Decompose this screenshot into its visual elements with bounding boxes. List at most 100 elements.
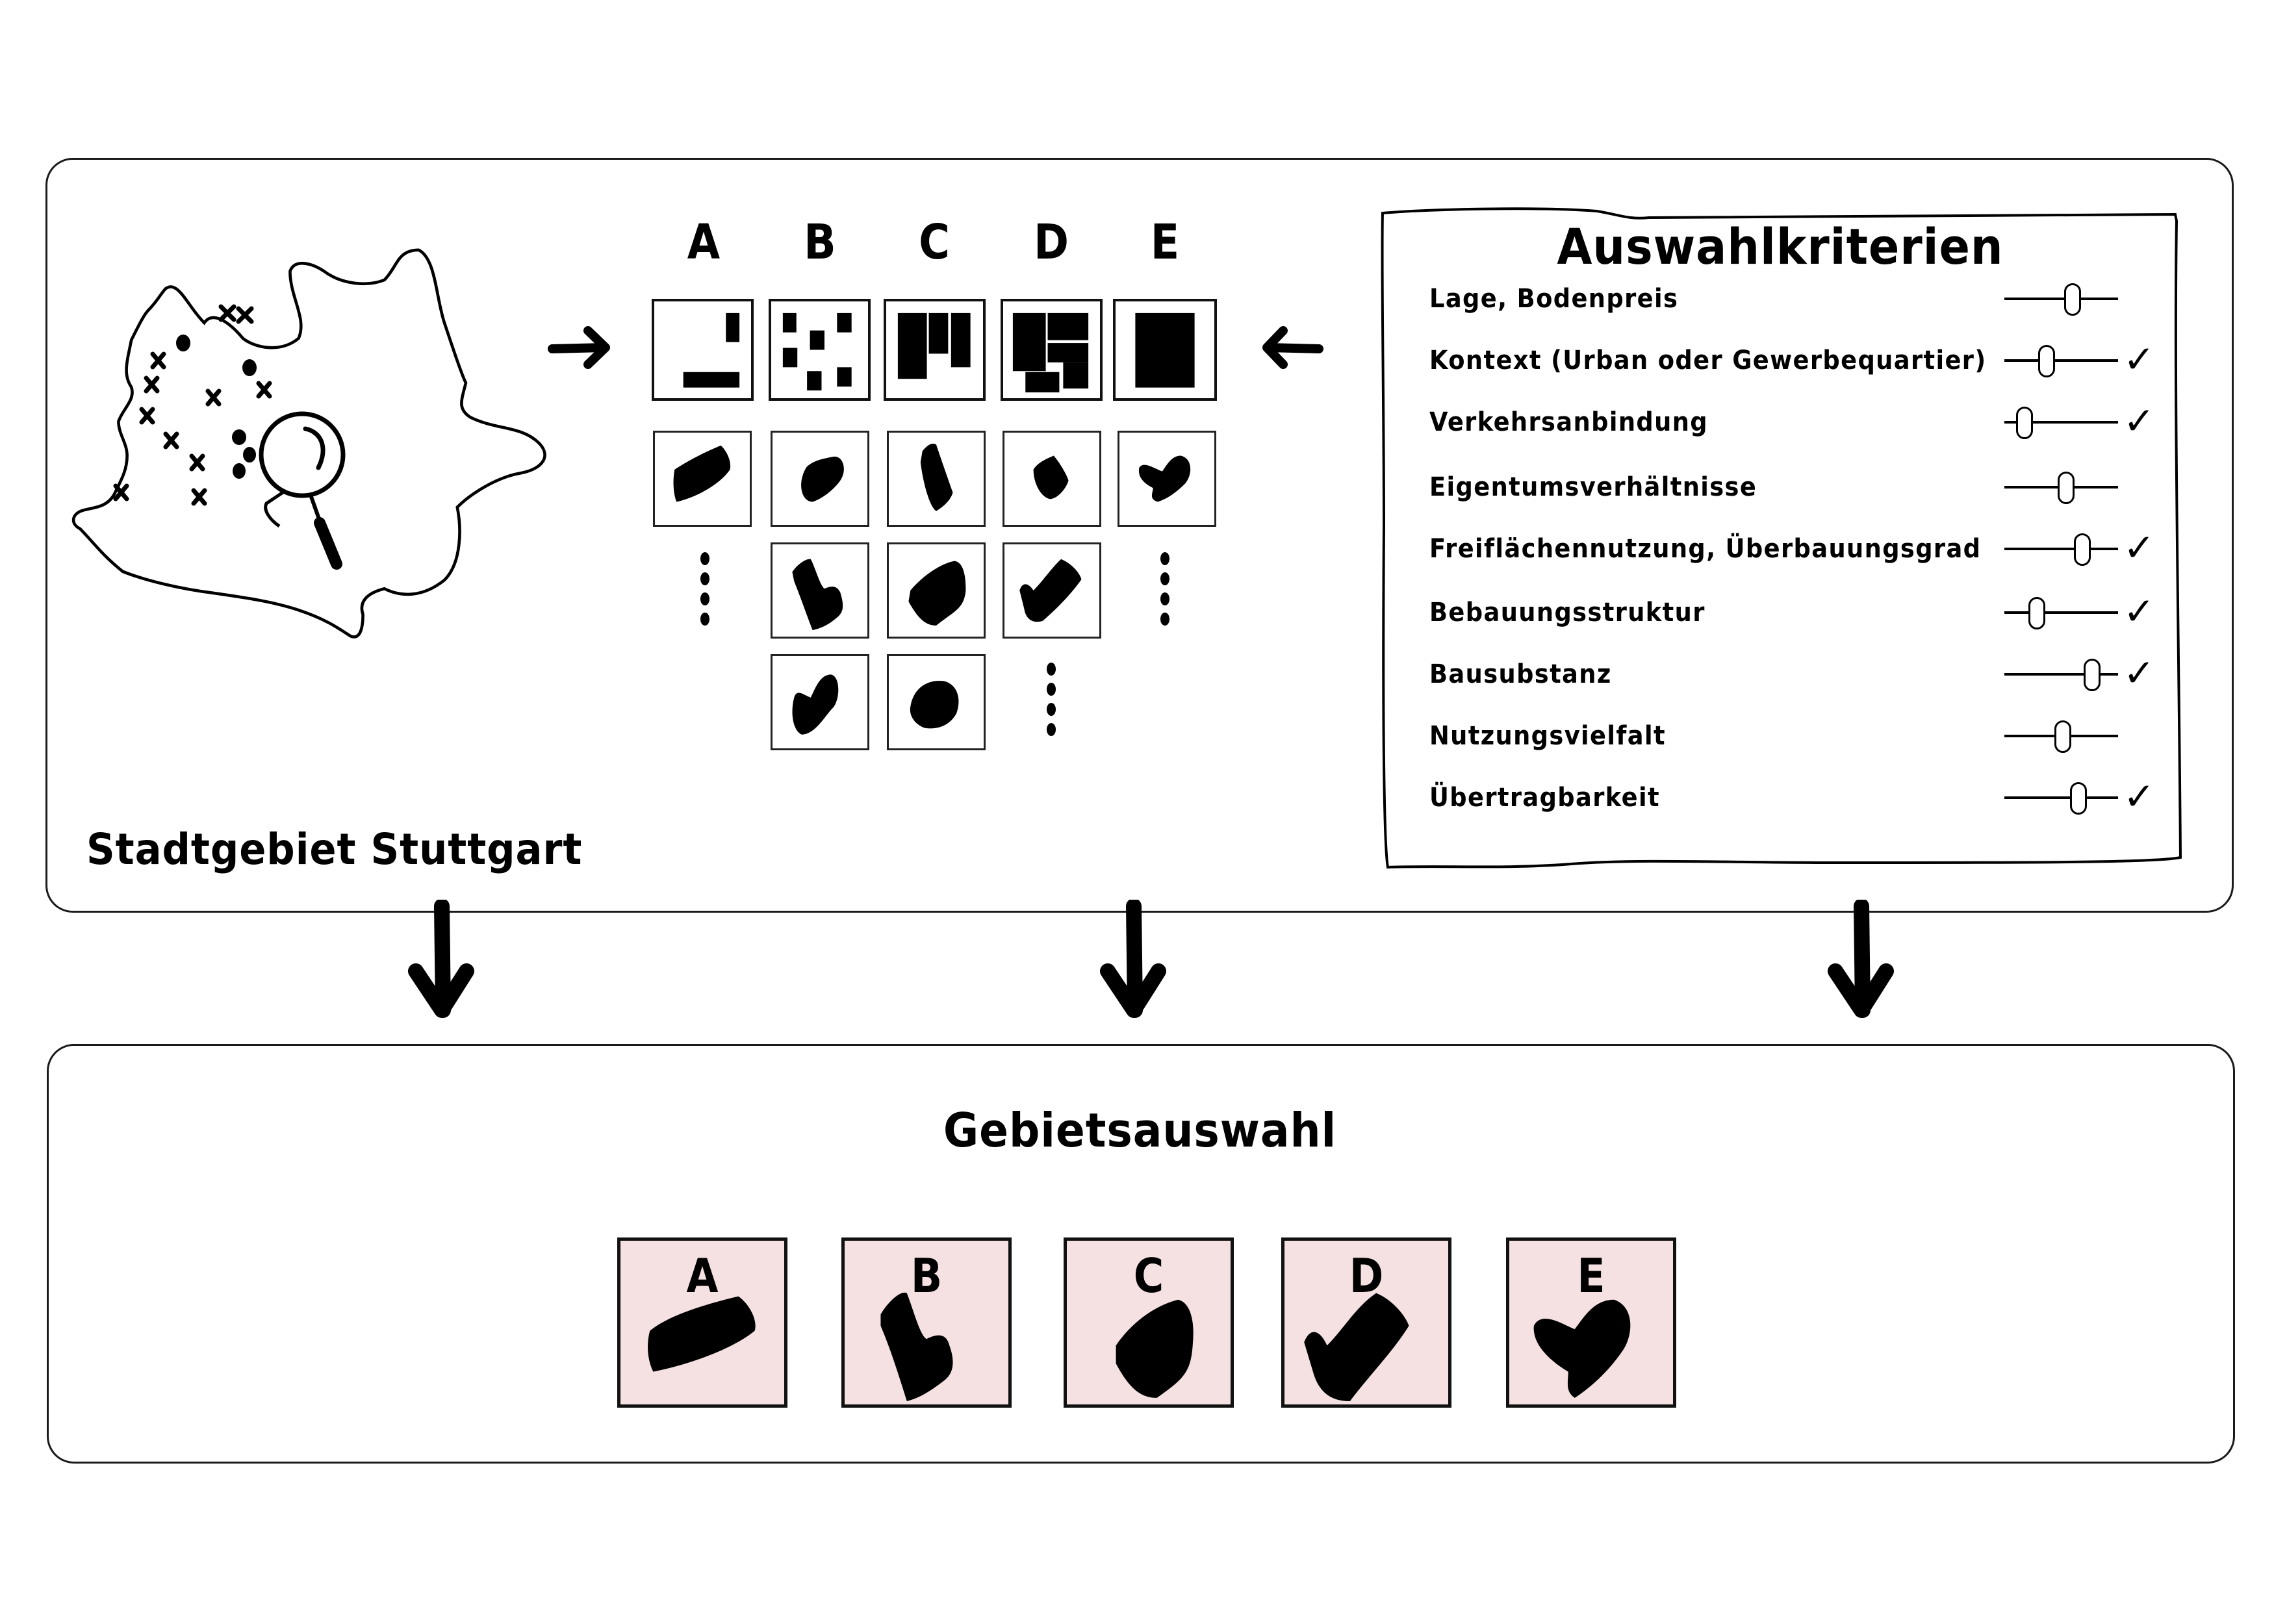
building-type-c[interactable] (884, 299, 986, 401)
slider-track (2004, 421, 2118, 424)
area-letter: B (910, 1249, 943, 1303)
arrow-left-icon (1262, 326, 1323, 369)
arrow-down-icon (408, 900, 474, 1018)
area-letter: C (1133, 1249, 1164, 1303)
dot-marker (176, 335, 190, 351)
criteria-weight-slider[interactable] (2004, 403, 2118, 442)
checkmark-icon: ✓ (2123, 526, 2155, 570)
selected-area-c[interactable]: C (1064, 1237, 1234, 1408)
column-letter-b: B (804, 214, 836, 270)
more-areas-a (698, 552, 711, 633)
area-b3-hook[interactable] (771, 654, 869, 750)
slider-knob[interactable] (2064, 283, 2081, 316)
x-marker (113, 483, 129, 501)
column-letter-e: E (1150, 214, 1180, 270)
criteria-label: Eigentumsverhältnisse (1429, 472, 1757, 502)
area-letter: E (1577, 1249, 1605, 1303)
criteria-weight-slider[interactable] (2004, 341, 2118, 380)
x-marker (163, 431, 179, 450)
selected-area-b[interactable]: B (841, 1237, 1012, 1408)
slider-knob[interactable] (2054, 720, 2071, 753)
criteria-row: Kontext (Urban oder Gewerbequartier)✓ (1429, 337, 2164, 381)
area-letter: A (686, 1249, 719, 1303)
criteria-weight-slider[interactable] (2004, 717, 2118, 755)
slider-knob[interactable] (2058, 472, 2075, 504)
slider-knob[interactable] (2070, 782, 2087, 815)
area-e1-mitten[interactable] (1118, 431, 1216, 527)
area-shape-check-shape (1304, 1293, 1409, 1401)
area-b1-blob[interactable] (771, 431, 869, 527)
criteria-label: Nutzungsvielfalt (1429, 721, 1666, 751)
slider-track (2004, 359, 2118, 362)
slider-knob[interactable] (2074, 533, 2091, 566)
checkmark-icon: ✓ (2123, 337, 2155, 381)
building-type-e[interactable] (1113, 299, 1217, 401)
area-b2-l-shape[interactable] (771, 542, 869, 639)
x-marker (189, 453, 205, 472)
dot-marker (243, 447, 256, 463)
x-marker (205, 388, 222, 407)
selected-area-d[interactable]: D (1281, 1237, 1451, 1408)
selected-area-a[interactable]: A (617, 1237, 787, 1408)
x-marker (236, 306, 254, 324)
selection-title: Gebietsauswahl (943, 1103, 1337, 1158)
criteria-label: Bebauungsstruktur (1429, 598, 1706, 628)
arrow-down-icon (1828, 900, 1894, 1018)
more-areas-e (1158, 552, 1171, 633)
criteria-row: Übertragbarkeit✓ (1429, 777, 2164, 817)
dot-markers (176, 335, 257, 479)
criteria-weight-slider[interactable] (2004, 468, 2118, 507)
slider-knob[interactable] (2084, 659, 2101, 691)
column-letter-c: C (919, 214, 950, 270)
arrow-right-icon (548, 326, 610, 369)
selected-area-e[interactable]: E (1506, 1237, 1676, 1408)
x-marker (144, 375, 160, 394)
area-c3-oval[interactable] (887, 654, 986, 750)
checkmark-icon: ✓ (2123, 399, 2155, 443)
slider-knob[interactable] (2038, 345, 2055, 377)
area-a1-slab[interactable] (653, 431, 752, 527)
area-shape-slab (648, 1296, 756, 1372)
area-c2-rhombus[interactable] (887, 542, 986, 639)
x-marker (218, 304, 236, 322)
city-map-illustration (71, 248, 546, 639)
criteria-label: Bausubstanz (1429, 659, 1612, 689)
criteria-label: Lage, Bodenpreis (1429, 284, 1679, 314)
area-letter: D (1349, 1249, 1384, 1303)
x-marker (191, 488, 207, 506)
criteria-weight-slider[interactable] (2004, 593, 2118, 632)
arrow-down-icon (1100, 900, 1166, 1018)
building-type-a[interactable] (652, 299, 754, 401)
criteria-weight-slider[interactable] (2004, 655, 2118, 694)
x-marker (256, 381, 272, 399)
slider-track (2004, 673, 2118, 676)
x-markers (113, 304, 272, 506)
criteria-row: Eigentumsverhältnisse (1429, 468, 2164, 507)
area-c1-bar[interactable] (887, 431, 986, 527)
area-d2-check-shape[interactable] (1003, 542, 1101, 639)
criteria-weight-slider[interactable] (2004, 279, 2118, 318)
checkmark-icon: ✓ (2123, 589, 2155, 633)
more-areas-d (1045, 663, 1058, 743)
criteria-label: Freiflächennutzung, Überbauungsgrad (1429, 534, 1982, 564)
area-shape-mitten (1533, 1299, 1631, 1398)
criteria-row: Verkehrsanbindung✓ (1429, 399, 2164, 443)
criteria-row: Lage, Bodenpreis (1429, 279, 2164, 318)
criteria-weight-slider[interactable] (2004, 529, 2118, 568)
criteria-row: Freiflächennutzung, Überbauungsgrad ✓ (1429, 526, 2164, 570)
area-shape-l-shape (880, 1292, 953, 1401)
area-d1-diamond[interactable] (1003, 431, 1101, 527)
criteria-row: Bausubstanz ✓ (1429, 651, 2164, 695)
slider-track (2004, 796, 2118, 799)
criteria-sheet (1381, 207, 2182, 869)
slider-knob[interactable] (2028, 597, 2045, 629)
building-type-d[interactable] (1001, 299, 1103, 401)
building-type-b[interactable] (769, 299, 871, 401)
column-letter-d: D (1033, 214, 1069, 270)
area-shape-rhombus (1116, 1299, 1194, 1398)
checkmark-icon: ✓ (2123, 651, 2155, 695)
criteria-title: Auswahlkriterien (1557, 218, 2004, 275)
slider-track (2004, 298, 2118, 300)
criteria-weight-slider[interactable] (2004, 778, 2118, 817)
slider-knob[interactable] (2016, 407, 2033, 439)
